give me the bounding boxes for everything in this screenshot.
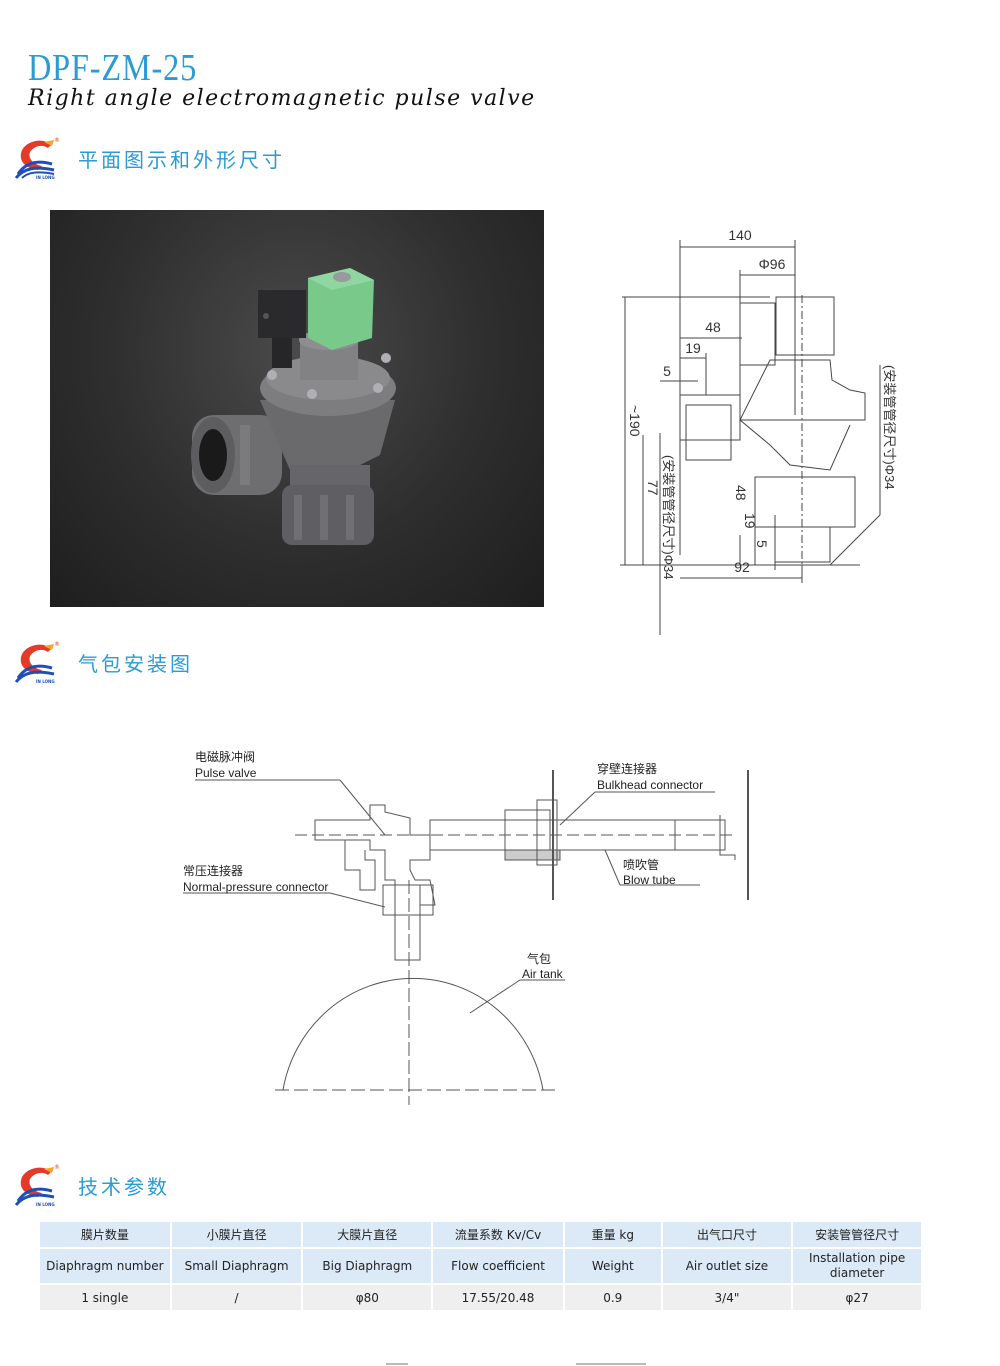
dim-92: 92 — [734, 559, 750, 575]
spec-table: 膜片数量 小膜片直径 大膜片直径 流量系数 Kv/Cv 重量 kg 出气口尺寸 … — [38, 1220, 923, 1312]
table-header-row-cn: 膜片数量 小膜片直径 大膜片直径 流量系数 Kv/Cv 重量 kg 出气口尺寸 … — [38, 1220, 923, 1249]
dim-19-top: 19 — [685, 340, 701, 356]
dim-5-bottom: 5 — [754, 540, 770, 548]
section-title: 平面图示和外形尺寸 — [78, 147, 285, 172]
section-title: 气包安装图 — [78, 651, 193, 676]
table-header-cell: Installation pipe diameter — [791, 1247, 923, 1285]
dim-77: 77 — [645, 480, 661, 496]
dim-pipe-left: (安装管管径尺寸)Φ34 — [661, 455, 676, 580]
dim-19-bottom: 19 — [742, 513, 758, 529]
installation-diagram: 电磁脉冲阀 Pulse valve 常压连接器 Normal-pressure … — [175, 740, 775, 1110]
label-blow-tube-cn: 喷吹管 — [623, 858, 660, 872]
table-cell: φ27 — [791, 1283, 923, 1312]
table-cell: 1 single — [38, 1283, 172, 1312]
table-header-cell: Small Diaphragm — [169, 1247, 304, 1285]
dimension-drawing: 140 Φ96 48 19 5 ~190 77 48 19 5 92 (安装管管… — [600, 215, 930, 635]
label-air-tank-en: Air tank — [522, 967, 563, 981]
label-air-tank-cn: 气包 — [527, 952, 552, 966]
divider — [576, 1363, 646, 1365]
table-row: 1 single / φ80 17.55/20.48 0.9 3/4" φ27 — [38, 1283, 923, 1312]
dim-48-top: 48 — [705, 319, 721, 335]
table-header-cell: Air outlet size — [660, 1247, 794, 1285]
product-photo — [50, 210, 544, 607]
label-pulse-valve-en: Pulse valve — [195, 766, 257, 780]
table-cell: 17.55/20.48 — [431, 1283, 565, 1312]
model-title: DPF-ZM-25 — [28, 47, 198, 89]
table-header-cell: Diaphragm number — [38, 1247, 172, 1285]
label-normal-connector-cn: 常压连接器 — [183, 864, 244, 878]
table-header-row-en: Diaphragm number Small Diaphragm Big Dia… — [38, 1247, 923, 1285]
label-bulkhead-en: Bulkhead connector — [597, 778, 704, 792]
table-header-cell: 膜片数量 — [38, 1220, 172, 1249]
table-header-cell: 小膜片直径 — [169, 1220, 304, 1249]
svg-text:®: ® — [54, 1164, 60, 1171]
label-normal-connector-en: Normal-pressure connector — [183, 880, 329, 894]
table-header-cell: Big Diaphragm — [301, 1247, 434, 1285]
inlong-logo-icon: IN LONG ® — [14, 640, 62, 684]
divider — [386, 1363, 408, 1365]
label-pulse-valve-cn: 电磁脉冲阀 — [195, 750, 256, 764]
table-header-cell: 流量系数 Kv/Cv — [431, 1220, 565, 1249]
table-header-cell: Weight — [562, 1247, 663, 1285]
dim-phi96: Φ96 — [759, 256, 786, 272]
inlong-logo-icon: IN LONG ® — [14, 1163, 62, 1207]
dim-5-top: 5 — [663, 363, 671, 379]
section-title: 技术参数 — [78, 1174, 170, 1199]
table-cell: 0.9 — [562, 1283, 663, 1312]
svg-text:IN LONG: IN LONG — [36, 679, 55, 684]
section-header-specs: IN LONG ® 技术参数 — [14, 1163, 170, 1207]
section-header-installation: IN LONG ® 气包安装图 — [14, 640, 193, 684]
label-bulkhead-cn: 穿壁连接器 — [597, 762, 658, 776]
table-cell: 3/4" — [660, 1283, 794, 1312]
table-header-cell: 安装管管径尺寸 — [791, 1220, 923, 1249]
svg-text:IN LONG: IN LONG — [36, 175, 55, 180]
product-subtitle: Right angle electromagnetic pulse valve — [28, 86, 536, 111]
inlong-logo-icon: IN LONG ® — [14, 136, 62, 180]
table-header-cell: 出气口尺寸 — [660, 1220, 794, 1249]
table-header-cell: 重量 kg — [562, 1220, 663, 1249]
label-blow-tube-en: Blow tube — [623, 873, 676, 887]
section-header-dimensions: IN LONG ® 平面图示和外形尺寸 — [14, 136, 285, 180]
table-cell: φ80 — [301, 1283, 434, 1312]
svg-text:IN LONG: IN LONG — [36, 1202, 55, 1207]
table-cell: / — [169, 1283, 304, 1312]
dim-190: ~190 — [627, 405, 643, 437]
svg-text:®: ® — [54, 137, 60, 144]
table-header-cell: Flow coefficient — [431, 1247, 565, 1285]
dim-pipe-right: (安装管管径尺寸)Φ34 — [882, 365, 897, 490]
dim-48-bottom: 48 — [733, 485, 749, 501]
table-header-cell: 大膜片直径 — [301, 1220, 434, 1249]
dim-140: 140 — [728, 227, 752, 243]
svg-text:®: ® — [54, 641, 60, 648]
